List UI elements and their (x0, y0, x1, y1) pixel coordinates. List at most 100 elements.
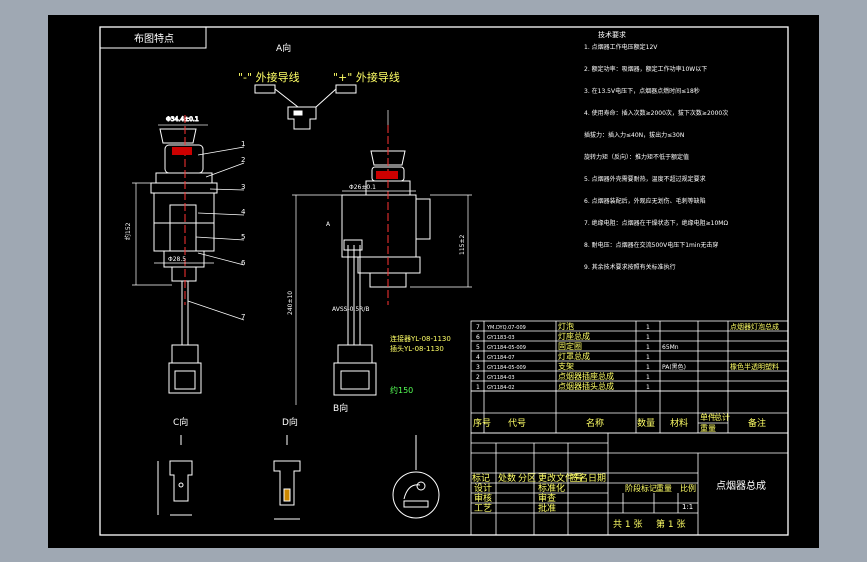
row-code: GY1184-02 (487, 385, 515, 391)
row-mat: PA(黑色) (662, 363, 686, 371)
tb-mark: 标记 (472, 472, 490, 484)
tb-standard: 标准化 (538, 482, 565, 494)
row-qty: 1 (646, 384, 650, 391)
row-qty: 1 (646, 344, 650, 351)
sheet-border (99, 26, 789, 536)
detail-end (392, 435, 440, 519)
note-line: 5. 点烟器外壳需要耐热，温度不超过规定要求 (584, 175, 706, 183)
row-name: 灯座总成 (558, 331, 590, 341)
balloon-7: 7 (241, 313, 245, 321)
hdr-mat: 材料 (670, 417, 688, 429)
balloon-1: 1 (241, 140, 245, 148)
row-qty: 1 (646, 324, 650, 331)
tb-scale-value: 1:1 (682, 503, 693, 511)
note-line: 旋转力矩（反向）：推力矩不低于额定值 (584, 153, 689, 161)
tb-stage: 阶段标记 (625, 483, 657, 493)
row-note: 点烟器灯泡总成 (730, 322, 779, 331)
row-no: 1 (476, 384, 480, 391)
note-line: 插拔力：插入力≤40N，拔出力≤30N (584, 131, 684, 139)
parts-table (470, 320, 789, 434)
dim-side-lead: 240±10 (287, 291, 294, 315)
note-line: 3. 在13.5V电压下，点烟器点燃时间≤18秒 (584, 87, 700, 95)
hdr-name: 名称 (586, 417, 604, 429)
dim-side-flange: Φ26±0.1 (349, 184, 376, 191)
tb-weight: 重量 (656, 483, 672, 493)
title-block (470, 432, 789, 536)
balloon-4: 4 (241, 208, 246, 216)
row-name: 点烟器插座总成 (558, 371, 614, 381)
note-line: 9. 其余技术要求按照有关标准执行 (584, 263, 676, 271)
tech-notes: 技术要求 1. 点烟器工作电压额定12V 2. 额定功率：吸烟器，额定工作功率10… (584, 30, 728, 271)
hdr-unit: 单件 (700, 412, 716, 422)
note-line: 8. 耐电压：点烟器在交流500V电压下1min无击穿 (584, 241, 718, 249)
note-line: 1. 点烟器工作电压额定12V (584, 43, 658, 51)
top-left-tag: 布图特点 (134, 33, 174, 45)
row-no: 3 (476, 364, 480, 371)
row-note: 橡色半透明塑料 (730, 362, 779, 371)
hdr-weight: 重量 (700, 423, 716, 433)
dim-body: Φ28.5 (168, 256, 186, 263)
hdr-qty: 数量 (637, 417, 655, 429)
row-name: 灯罩总成 (558, 351, 590, 361)
conn-note-1: 连接器YL-08-1130 (390, 334, 451, 343)
row-name: 灯泡 (558, 321, 574, 331)
view-b-label: B向 (333, 402, 348, 414)
tag-box (99, 26, 207, 49)
parts-rows: 7 YM.DYQ.07-009 灯泡 1 点烟器灯泡总成 6 GY1183-03 灯座总成 1 5… (476, 321, 779, 391)
tb-sheets-total: 共 1 张 (613, 519, 642, 530)
tb-date: 日期 (588, 473, 606, 484)
tb-approve: 批准 (538, 502, 556, 514)
note-line: 2. 额定功率：吸烟器，额定工作功率10W以下 (584, 65, 707, 73)
tb-check: 审核 (474, 492, 492, 504)
row-code: GY1184-07 (487, 355, 515, 361)
row-name: 固定圈 (558, 341, 582, 351)
row-name: 支架 (558, 361, 574, 371)
dim-side-width: 115±2 (459, 235, 466, 255)
row-qty: 1 (646, 334, 650, 341)
note-line: 7. 绝缘电阻：点烟器在干燥状态下，绝缘电阻≥10MΩ (584, 219, 728, 227)
title-block-text: 标记 处数 分区 更改文件号 签名 日期 设计 标准化 审核 审查 工艺 批准 … (472, 472, 766, 530)
row-code: YM.DYQ.07-009 (486, 325, 526, 331)
tb-zone: 分区 (518, 473, 536, 484)
row-code: GY1183-03 (487, 335, 515, 341)
row-code: GY1184-05-009 (487, 365, 526, 371)
side-view: Φ26±0.1 115±2 240±10 AVSS-0.5R/B 连接器YL-0… (287, 110, 472, 405)
tb-drawing-name: 点烟器总成 (716, 479, 766, 492)
balloon-3: 3 (241, 183, 245, 191)
balloon-6: 6 (241, 259, 246, 267)
row-name: 点烟器插头总成 (558, 381, 614, 391)
row-code: GY1184-05-009 (487, 345, 526, 351)
detail-c (157, 435, 193, 516)
wire-minus-label: "-" 外接导线 (238, 70, 300, 84)
side-cable-dim: 约150 (390, 385, 413, 395)
row-no: 5 (476, 344, 480, 351)
terminal-detail (254, 84, 357, 130)
balloon-2: 2 (241, 156, 245, 164)
conn-note-2: 插头YL-08-1130 (390, 344, 444, 353)
note-line: 6. 点烟器装配后，外观应无划伤、毛刺等缺陷 (584, 197, 706, 205)
tb-sheet-no: 第 1 张 (656, 518, 685, 530)
row-no: 4 (476, 354, 480, 361)
row-qty: 1 (646, 374, 650, 381)
tb-count: 处数 (498, 472, 516, 484)
tb-design: 设计 (474, 482, 492, 494)
row-no: 6 (476, 334, 480, 341)
detail-d (273, 435, 301, 520)
view-d-label: D向 (282, 416, 298, 428)
tb-process: 工艺 (474, 503, 492, 514)
row-mat: 65Mn (662, 344, 679, 351)
drawing-canvas: 布图特点 A向 B向 C向 D向 "-" 外接导线 "+" 外接导线 (48, 15, 819, 548)
row-qty: 1 (646, 354, 650, 361)
tb-sign: 签名 (570, 472, 588, 484)
view-a-label: A向 (276, 42, 291, 54)
wire-note: AVSS-0.5R/B (332, 306, 369, 313)
front-view: Φ34.4±0.1 约152 Φ28.5 1 2 3 4 5 6 7 (124, 115, 246, 394)
notes-title: 技术要求 (598, 30, 626, 39)
tb-review: 审查 (538, 492, 556, 504)
row-no: 7 (476, 324, 480, 331)
hdr-code: 代号 (508, 418, 526, 429)
note-line: 4. 使用寿命：插入次数≥2000次，拔下次数≥2000次 (584, 109, 728, 117)
tb-doc: 更改文件号 (538, 472, 583, 484)
dim-plug-top: Φ34.4±0.1 (166, 116, 199, 123)
balloon-5: 5 (241, 233, 245, 241)
